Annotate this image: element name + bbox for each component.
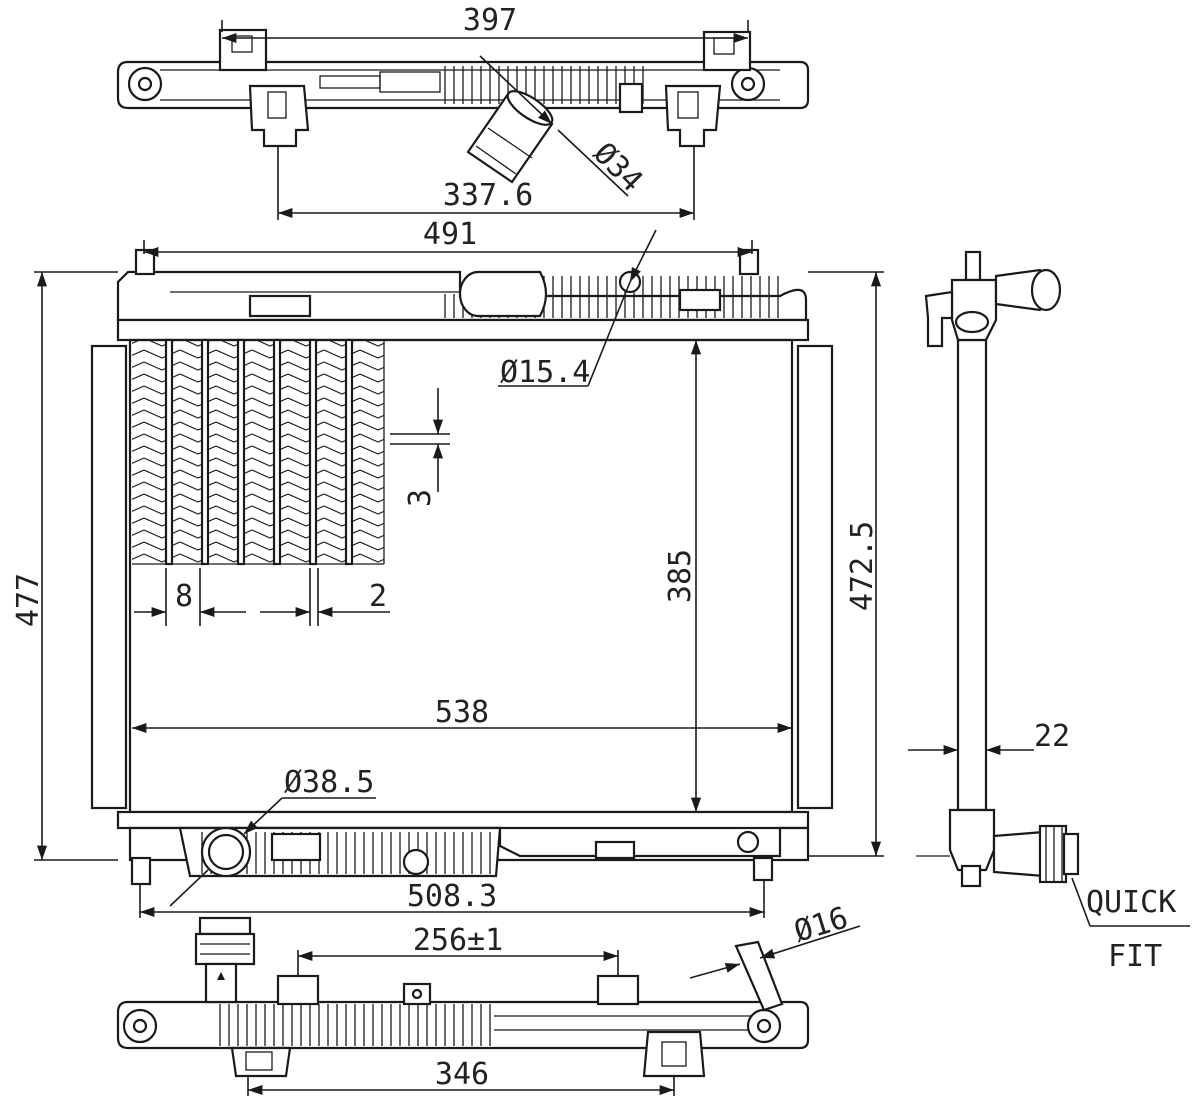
dim-overall-width: 491 <box>423 217 477 252</box>
dim-bottom-tank-width: 508.3 <box>407 879 497 914</box>
bottom-right-mount-lug-icon <box>746 1008 782 1044</box>
bottom-view: Ø16 256±1 346 <box>116 900 861 1096</box>
bottom-small-pipe <box>734 940 784 1012</box>
dim-overall-height-right: 472.5 <box>845 521 880 611</box>
dim-bottom-tank-length: 346 <box>435 1057 489 1092</box>
quick-fit-label-line2: FIT <box>1108 939 1162 974</box>
bottom-outlet-pipe-icon <box>194 932 256 966</box>
bottom-left-mount-lug-icon <box>122 1008 158 1044</box>
dim-outlet-diameter: Ø38.5 <box>284 765 374 800</box>
dim-bottom-mount-spacing: 256±1 <box>413 923 503 958</box>
top-tank-ribs <box>440 66 650 104</box>
dim-core-depth: 22 <box>1034 719 1070 754</box>
dim-fin-pitch: 3 <box>403 489 438 507</box>
side-view: 22 QUICK FIT <box>908 250 1190 974</box>
dim-core-width: 538 <box>435 695 489 730</box>
quick-fit-label-line1: QUICK <box>1086 885 1176 920</box>
dim-top-inlet-diameter: Ø34 <box>586 136 649 199</box>
left-mount-lug-icon <box>127 66 163 102</box>
side-inlet-pipe-icon <box>1030 268 1062 312</box>
right-side-plate <box>796 344 834 810</box>
side-core <box>956 338 988 812</box>
drain-plug-icon <box>402 848 430 876</box>
dim-top-mount-spacing: 337.6 <box>443 178 533 213</box>
dim-top-tank-length: 397 <box>463 3 517 38</box>
core-fin-detail <box>132 338 385 566</box>
dim-overall-height-left: 477 <box>11 573 46 627</box>
dim-core-height: 385 <box>663 549 698 603</box>
left-side-plate <box>90 344 128 810</box>
right-mount-lug-icon <box>730 66 766 102</box>
front-view: 491 Ø15.4 477 3 8 2 385 47 <box>11 217 884 918</box>
front-bottom-tank <box>116 810 810 830</box>
top-view: 397 337.6 Ø34 <box>116 3 810 220</box>
dim-tube-width: 2 <box>369 579 387 614</box>
dim-tube-pitch: 8 <box>175 579 193 614</box>
dim-vent-diameter: Ø15.4 <box>500 355 590 390</box>
dim-bottom-small-pipe-diameter: Ø16 <box>790 900 852 949</box>
